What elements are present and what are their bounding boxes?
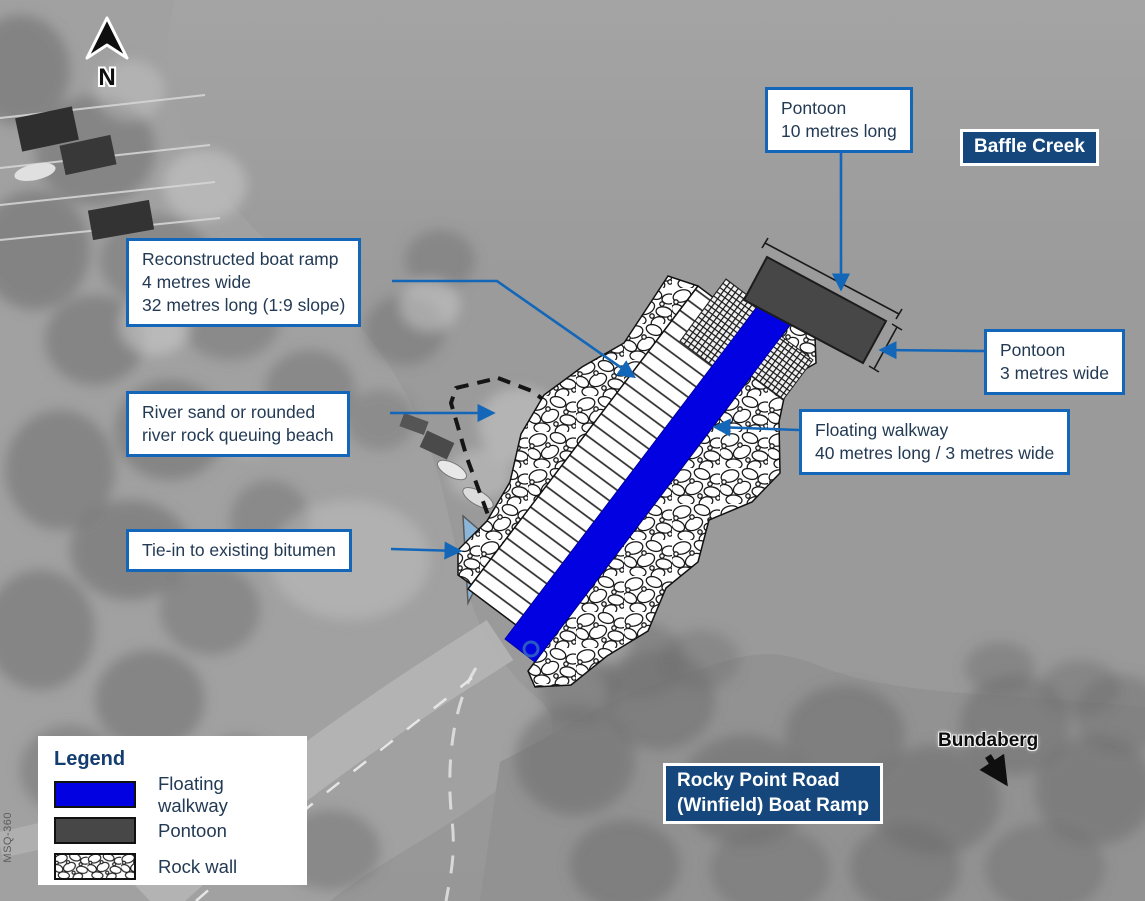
north-label: N bbox=[98, 64, 115, 91]
pontoon-swatch bbox=[54, 817, 136, 844]
baffle-creek-text: Baffle Creek bbox=[974, 136, 1085, 157]
callout-line: 4 metres wide bbox=[142, 272, 251, 293]
leader-boat-ramp bbox=[392, 279, 636, 379]
legend-row-pontoon: Pontoon bbox=[54, 817, 291, 844]
callout-pontoon-long: Pontoon 10 metres long bbox=[765, 87, 913, 154]
pontoon-shape bbox=[742, 255, 888, 365]
callout-line: Floating walkway bbox=[815, 420, 949, 440]
callout-line: River sand or rounded bbox=[142, 402, 316, 422]
bundaberg-text: Bundaberg bbox=[938, 730, 1039, 751]
legend-label: Rock wall bbox=[158, 855, 238, 877]
callout-line: 10 metres long bbox=[781, 121, 897, 142]
callout-line: Pontoon bbox=[1000, 340, 1066, 360]
bundaberg-arrow bbox=[979, 753, 1008, 787]
walkway-end-ring bbox=[522, 640, 540, 658]
callout-pontoon-wide: Pontoon 3 metres wide bbox=[984, 329, 1125, 396]
callout-line: 40 metres long / 3 metres wide bbox=[815, 443, 1055, 464]
callout-queuing-beach: River sand or rounded river rock queuing… bbox=[126, 391, 350, 458]
legend-label: Pontoon bbox=[158, 819, 227, 841]
legend-row-rock-wall: Rock wall bbox=[54, 853, 291, 880]
bundaberg-label: Bundaberg bbox=[938, 730, 1038, 752]
rock-wall-swatch bbox=[54, 853, 136, 880]
vehicles-and-boats bbox=[14, 106, 494, 509]
callout-floating-walkway: Floating walkway 40 metres long / 3 metr… bbox=[799, 409, 1071, 476]
north-arrow: N bbox=[85, 16, 129, 93]
map-title-line1: Rocky Point Road bbox=[677, 770, 840, 791]
legend-row-floating-walkway: Floating walkway bbox=[54, 773, 291, 816]
callout-line: Reconstructed boat ramp bbox=[142, 249, 339, 269]
legend: Legend Floating walkway Pontoon Rock wal… bbox=[38, 736, 307, 885]
leader-tie-in bbox=[390, 541, 463, 560]
callout-line: Pontoon bbox=[781, 98, 847, 118]
callout-line: 32 metres long (1:9 slope) bbox=[142, 295, 346, 316]
rock-wall-upper bbox=[457, 275, 700, 587]
callout-line: 3 metres wide bbox=[1000, 363, 1109, 384]
drawing-reference: MSQ-360 bbox=[2, 812, 14, 863]
map-title-line2: (Winfield) Boat Ramp bbox=[677, 794, 869, 816]
legend-label: Floating walkway bbox=[158, 772, 228, 816]
callout-boat-ramp: Reconstructed boat ramp 4 metres wide 32… bbox=[126, 238, 362, 328]
map-title-box: Rocky Point Road (Winfield) Boat Ramp bbox=[663, 763, 883, 825]
baffle-creek-label: Baffle Creek bbox=[960, 129, 1099, 166]
legend-title: Legend bbox=[54, 748, 126, 770]
leader-pontoon-wide bbox=[878, 341, 985, 360]
callout-line: Tie-in to existing bitumen bbox=[142, 540, 336, 560]
leader-floating-walkway bbox=[712, 418, 800, 437]
callout-line: river rock queuing beach bbox=[142, 425, 334, 446]
floating-walkway-swatch bbox=[54, 781, 136, 808]
callout-tie-in: Tie-in to existing bitumen bbox=[126, 529, 352, 573]
